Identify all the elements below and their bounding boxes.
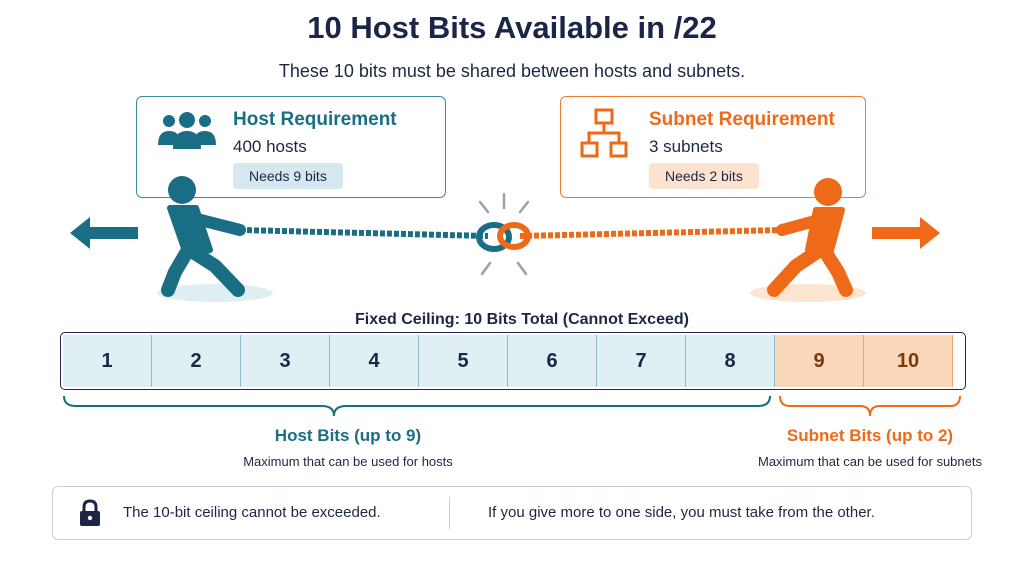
bit-cell: 4 bbox=[330, 335, 419, 387]
subnet-bits-title: Subnet Bits (up to 2) bbox=[786, 426, 954, 445]
subnet-figure bbox=[767, 178, 853, 297]
bits-bar: 1 2 3 4 5 6 7 8 9 10 bbox=[60, 332, 966, 390]
group-braces bbox=[63, 395, 961, 417]
subnet-requirement-value: 3 subnets bbox=[649, 137, 723, 156]
ceiling-label: Fixed Ceiling: 10 Bits Total (Cannot Exc… bbox=[355, 311, 689, 328]
left-arrow-icon bbox=[70, 217, 138, 249]
subnet-requirement-title: Subnet Requirement bbox=[649, 109, 835, 130]
host-bits-title: Host Bits (up to 9) bbox=[274, 426, 422, 445]
bit-cell: 9 bbox=[775, 335, 864, 387]
network-tree-icon bbox=[580, 108, 628, 158]
bit-cell: 2 bbox=[152, 335, 241, 387]
lock-icon bbox=[80, 499, 100, 526]
subnet-bits-desc: Maximum that can be used for subnets bbox=[757, 454, 982, 469]
host-brace bbox=[63, 395, 771, 417]
bit-cell: 8 bbox=[686, 335, 775, 387]
bit-cell: 1 bbox=[63, 335, 152, 387]
subnet-needs-badge: Needs 2 bits bbox=[649, 163, 759, 189]
knot-icon bbox=[476, 192, 531, 276]
rope bbox=[239, 227, 783, 239]
host-bits-desc: Maximum that can be used for hosts bbox=[243, 454, 453, 469]
right-arrow-icon bbox=[872, 217, 940, 249]
host-requirement-title: Host Requirement bbox=[233, 109, 397, 130]
subnet-brace bbox=[779, 395, 961, 417]
bit-cell: 5 bbox=[419, 335, 508, 387]
page-title: 10 Host Bits Available in /22 bbox=[307, 10, 717, 45]
subnet-requirement-card: Subnet Requirement 3 subnets Needs 2 bit… bbox=[560, 96, 866, 198]
footer-note: The 10-bit ceiling cannot be exceeded. I… bbox=[52, 486, 972, 540]
users-icon bbox=[158, 112, 216, 149]
host-requirement-value: 400 hosts bbox=[233, 137, 307, 156]
footer-right-text: If you give more to one side, you must t… bbox=[488, 504, 875, 521]
bit-cell: 7 bbox=[597, 335, 686, 387]
host-needs-badge: Needs 9 bits bbox=[233, 163, 343, 189]
bit-cell: 6 bbox=[508, 335, 597, 387]
footer-left-text: The 10-bit ceiling cannot be exceeded. bbox=[123, 504, 381, 521]
host-figure bbox=[161, 176, 246, 297]
page-subtitle: These 10 bits must be shared between hos… bbox=[278, 61, 746, 81]
bit-cell: 3 bbox=[241, 335, 330, 387]
tug-of-war-illustration bbox=[70, 176, 940, 302]
footer-divider bbox=[449, 497, 450, 529]
bit-cell: 10 bbox=[864, 335, 953, 387]
